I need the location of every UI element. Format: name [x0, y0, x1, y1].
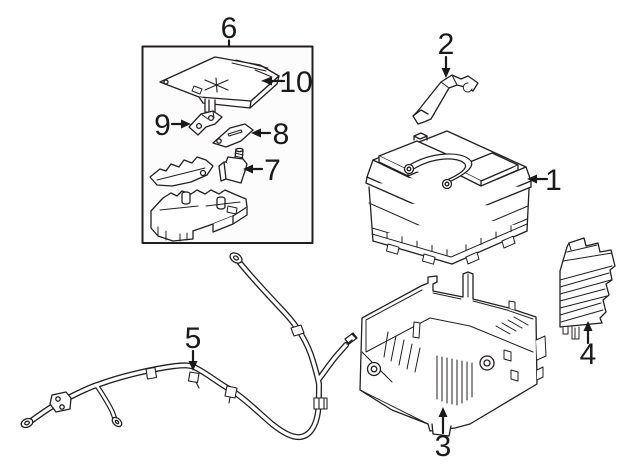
bracket-9-illustration [188, 110, 223, 136]
callout-7-label[interactable]: 7 [264, 154, 281, 187]
callout-2[interactable]: 2 [438, 28, 455, 78]
shield-illustration [559, 237, 616, 340]
callout-10[interactable]: 10 [262, 66, 313, 99]
callout-7[interactable]: 7 [243, 154, 281, 187]
callout-3-label[interactable]: 3 [435, 430, 452, 463]
callout-5-arrow [188, 361, 198, 371]
lower-bracket-illustration [149, 156, 214, 187]
cable-illustration [20, 252, 358, 441]
callout-8[interactable]: 8 [251, 118, 289, 151]
bracket-8-illustration [212, 123, 254, 148]
callout-10-label[interactable]: 10 [279, 66, 312, 99]
callout-10-arrow [262, 76, 272, 86]
callout-9-label[interactable]: 9 [154, 109, 171, 142]
callout-1-label[interactable]: 1 [545, 164, 562, 197]
tray-illustration [359, 271, 547, 437]
callout-2-arrow [441, 68, 451, 78]
callout-6[interactable]: 6 [221, 12, 238, 48]
callout-6-label[interactable]: 6 [221, 12, 238, 45]
holddown-bracket-illustration [412, 74, 479, 125]
battery-illustration [365, 130, 532, 265]
callout-3-arrow [438, 407, 448, 417]
callout-1-arrow [527, 174, 537, 184]
callout-1[interactable]: 1 [527, 164, 562, 197]
callout-4[interactable]: 4 [580, 321, 597, 371]
callout-4-label[interactable]: 4 [580, 338, 597, 371]
callout-2-label[interactable]: 2 [438, 28, 455, 61]
callout-5-label[interactable]: 5 [185, 322, 202, 355]
callout-3[interactable]: 3 [435, 407, 452, 463]
callout-8-label[interactable]: 8 [273, 118, 290, 151]
callout-7-arrow [243, 164, 253, 174]
callout-5[interactable]: 5 [185, 322, 202, 371]
callout-4-arrow [583, 321, 593, 331]
fuse-cover-illustration [159, 56, 280, 114]
stud-7-illustration [218, 147, 248, 184]
junction-block-illustration [150, 189, 248, 242]
callout-8-arrow [251, 128, 261, 138]
callout-9-arrow [181, 119, 191, 129]
callout-9[interactable]: 9 [154, 109, 191, 142]
